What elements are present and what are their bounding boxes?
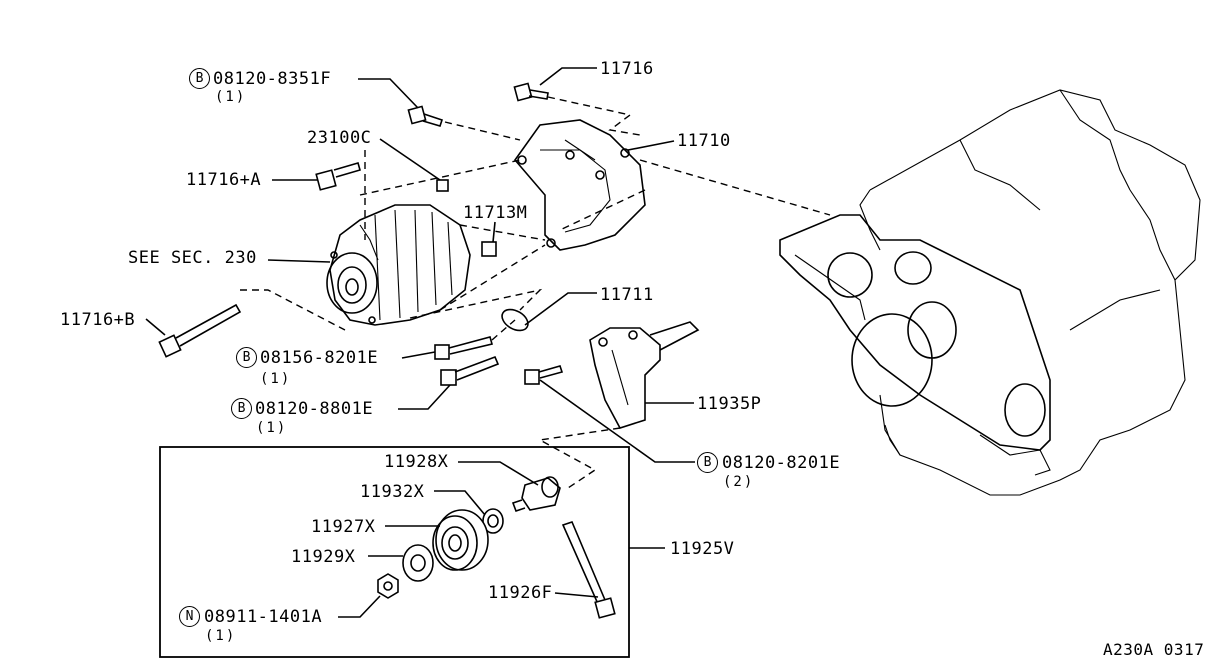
bolt-marker-icon: B <box>231 398 252 419</box>
bracket-11710-illustration <box>513 119 646 251</box>
spacer-11932x-illustration <box>482 508 504 534</box>
washer-11929x-illustration <box>402 544 434 582</box>
label-11929x[interactable]: 11929X <box>291 547 356 567</box>
label-11926f[interactable]: 11926F <box>488 583 553 603</box>
label-08120-8201e[interactable]: 08120-8201E <box>722 453 841 473</box>
bolt-08120-8801e-illustration <box>440 355 500 386</box>
engine-block-illustration <box>779 89 1201 496</box>
label-08120-8801e[interactable]: 08120-8801E <box>255 399 374 419</box>
qty-08120-8201e: (2) <box>723 474 755 490</box>
label-08911-1401a[interactable]: 08911-1401A <box>204 607 323 627</box>
bracket-11935p-illustration <box>589 321 700 429</box>
bolt-11716-illustration <box>513 82 549 102</box>
label-11716[interactable]: 11716 <box>600 59 654 79</box>
dashed-reference-lines <box>240 96 831 491</box>
diagram-id: A230A 0317 <box>1103 640 1205 659</box>
nut-08911-1401a-illustration <box>377 573 399 599</box>
qty-08120-8351f: (1) <box>215 89 247 105</box>
kit-11925v-frame <box>159 446 630 658</box>
bolt-11926f-illustration <box>561 521 616 619</box>
qty-08156-8201e: (1) <box>260 371 292 387</box>
bolt-marker-icon: B <box>189 68 210 89</box>
bolt-08120-8351f-illustration <box>407 105 444 127</box>
bolt-marker-icon: B <box>697 452 718 473</box>
label-08156-8201e[interactable]: 08156-8201E <box>260 348 379 368</box>
label-11710[interactable]: 11710 <box>677 131 731 151</box>
label-11713m[interactable]: 11713M <box>463 203 528 223</box>
label-23100c[interactable]: 23100C <box>307 128 372 148</box>
label-08120-8351f[interactable]: 08120-8351F <box>213 69 332 89</box>
idler-bracket-11928x-illustration <box>511 476 561 513</box>
bolt-08156-8201e-illustration <box>434 336 493 360</box>
pulley-11927x-illustration <box>432 509 489 571</box>
label-11927x[interactable]: 11927X <box>311 517 376 537</box>
nut-11713m-illustration <box>481 241 497 257</box>
bolt-11716b-illustration <box>158 303 242 358</box>
label-11711[interactable]: 11711 <box>600 285 654 305</box>
qty-08911-1401a: (1) <box>205 628 237 644</box>
qty-08120-8801e: (1) <box>256 420 288 436</box>
label-leader-lines <box>145 67 695 618</box>
bolt-11716a-illustration <box>315 162 361 191</box>
nut-23100c-illustration <box>436 179 449 192</box>
washer-11711-illustration <box>501 308 529 332</box>
label-see-sec-230[interactable]: SEE SEC. 230 <box>128 248 257 268</box>
label-11716b[interactable]: 11716+B <box>60 310 136 330</box>
label-11716a[interactable]: 11716+A <box>186 170 262 190</box>
label-11935p[interactable]: 11935P <box>697 394 762 414</box>
alternator-illustration <box>326 204 471 326</box>
bolt-08120-8201e-illustration <box>524 365 564 385</box>
label-11925v[interactable]: 11925V <box>670 539 735 559</box>
bolt-marker-icon: B <box>236 347 257 368</box>
label-11928x[interactable]: 11928X <box>384 452 449 472</box>
label-11932x[interactable]: 11932X <box>360 482 425 502</box>
nut-marker-icon: N <box>179 606 200 627</box>
